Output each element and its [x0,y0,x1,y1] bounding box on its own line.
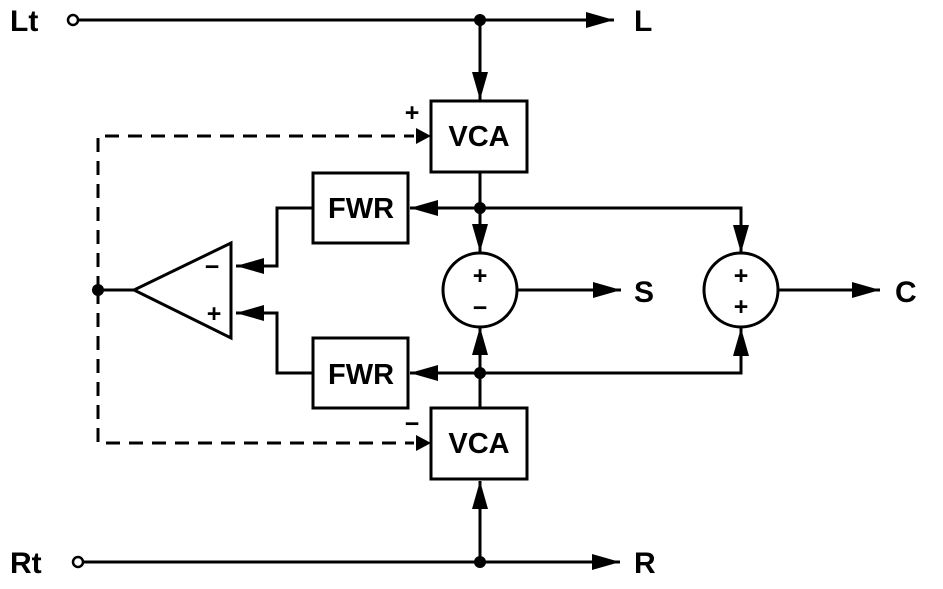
vca-top-label: VCA [448,121,509,153]
vca-bottom-label: VCA [448,428,509,460]
s-output-label: S [634,276,654,309]
control-bottom-arrow [416,435,431,451]
lt-input-terminal [66,13,80,27]
r-output-label: R [634,547,656,580]
upper-to-sum-wire [480,206,749,253]
sum-top-sign: + [734,262,749,290]
rt-input-terminal [71,555,85,569]
sum-bottom-sign: + [734,293,749,321]
opamp-noninverting-sign: + [207,300,222,328]
vca-top-control-sign: + [405,99,420,127]
lt-input-label: Lt [10,5,38,38]
fwr-top-label: FWR [328,193,394,225]
fwr-top-block [311,171,410,245]
fwr-bottom-block [311,336,410,410]
control-line-top [96,134,414,290]
l-output-label: L [634,5,652,38]
control-top-arrow [416,128,431,144]
vca-bottom-control-sign: − [405,410,420,438]
fwr-bottom-label: FWR [328,359,394,391]
c-output-label: C [895,276,917,309]
control-line-bottom [96,290,414,445]
opamp-inverting-sign: − [205,253,220,281]
diff-top-sign: + [473,262,488,290]
fwr-bottom-to-opamp-wire [236,305,313,375]
vca-top-block [429,99,529,174]
diff-bottom-sign: − [473,294,488,322]
fwr-top-to-opamp-wire [236,206,313,274]
vca-bottom-block [429,406,529,481]
opamp-triangle [130,240,233,341]
rt-input-label: Rt [10,547,42,580]
lower-to-sum-wire [480,328,749,375]
